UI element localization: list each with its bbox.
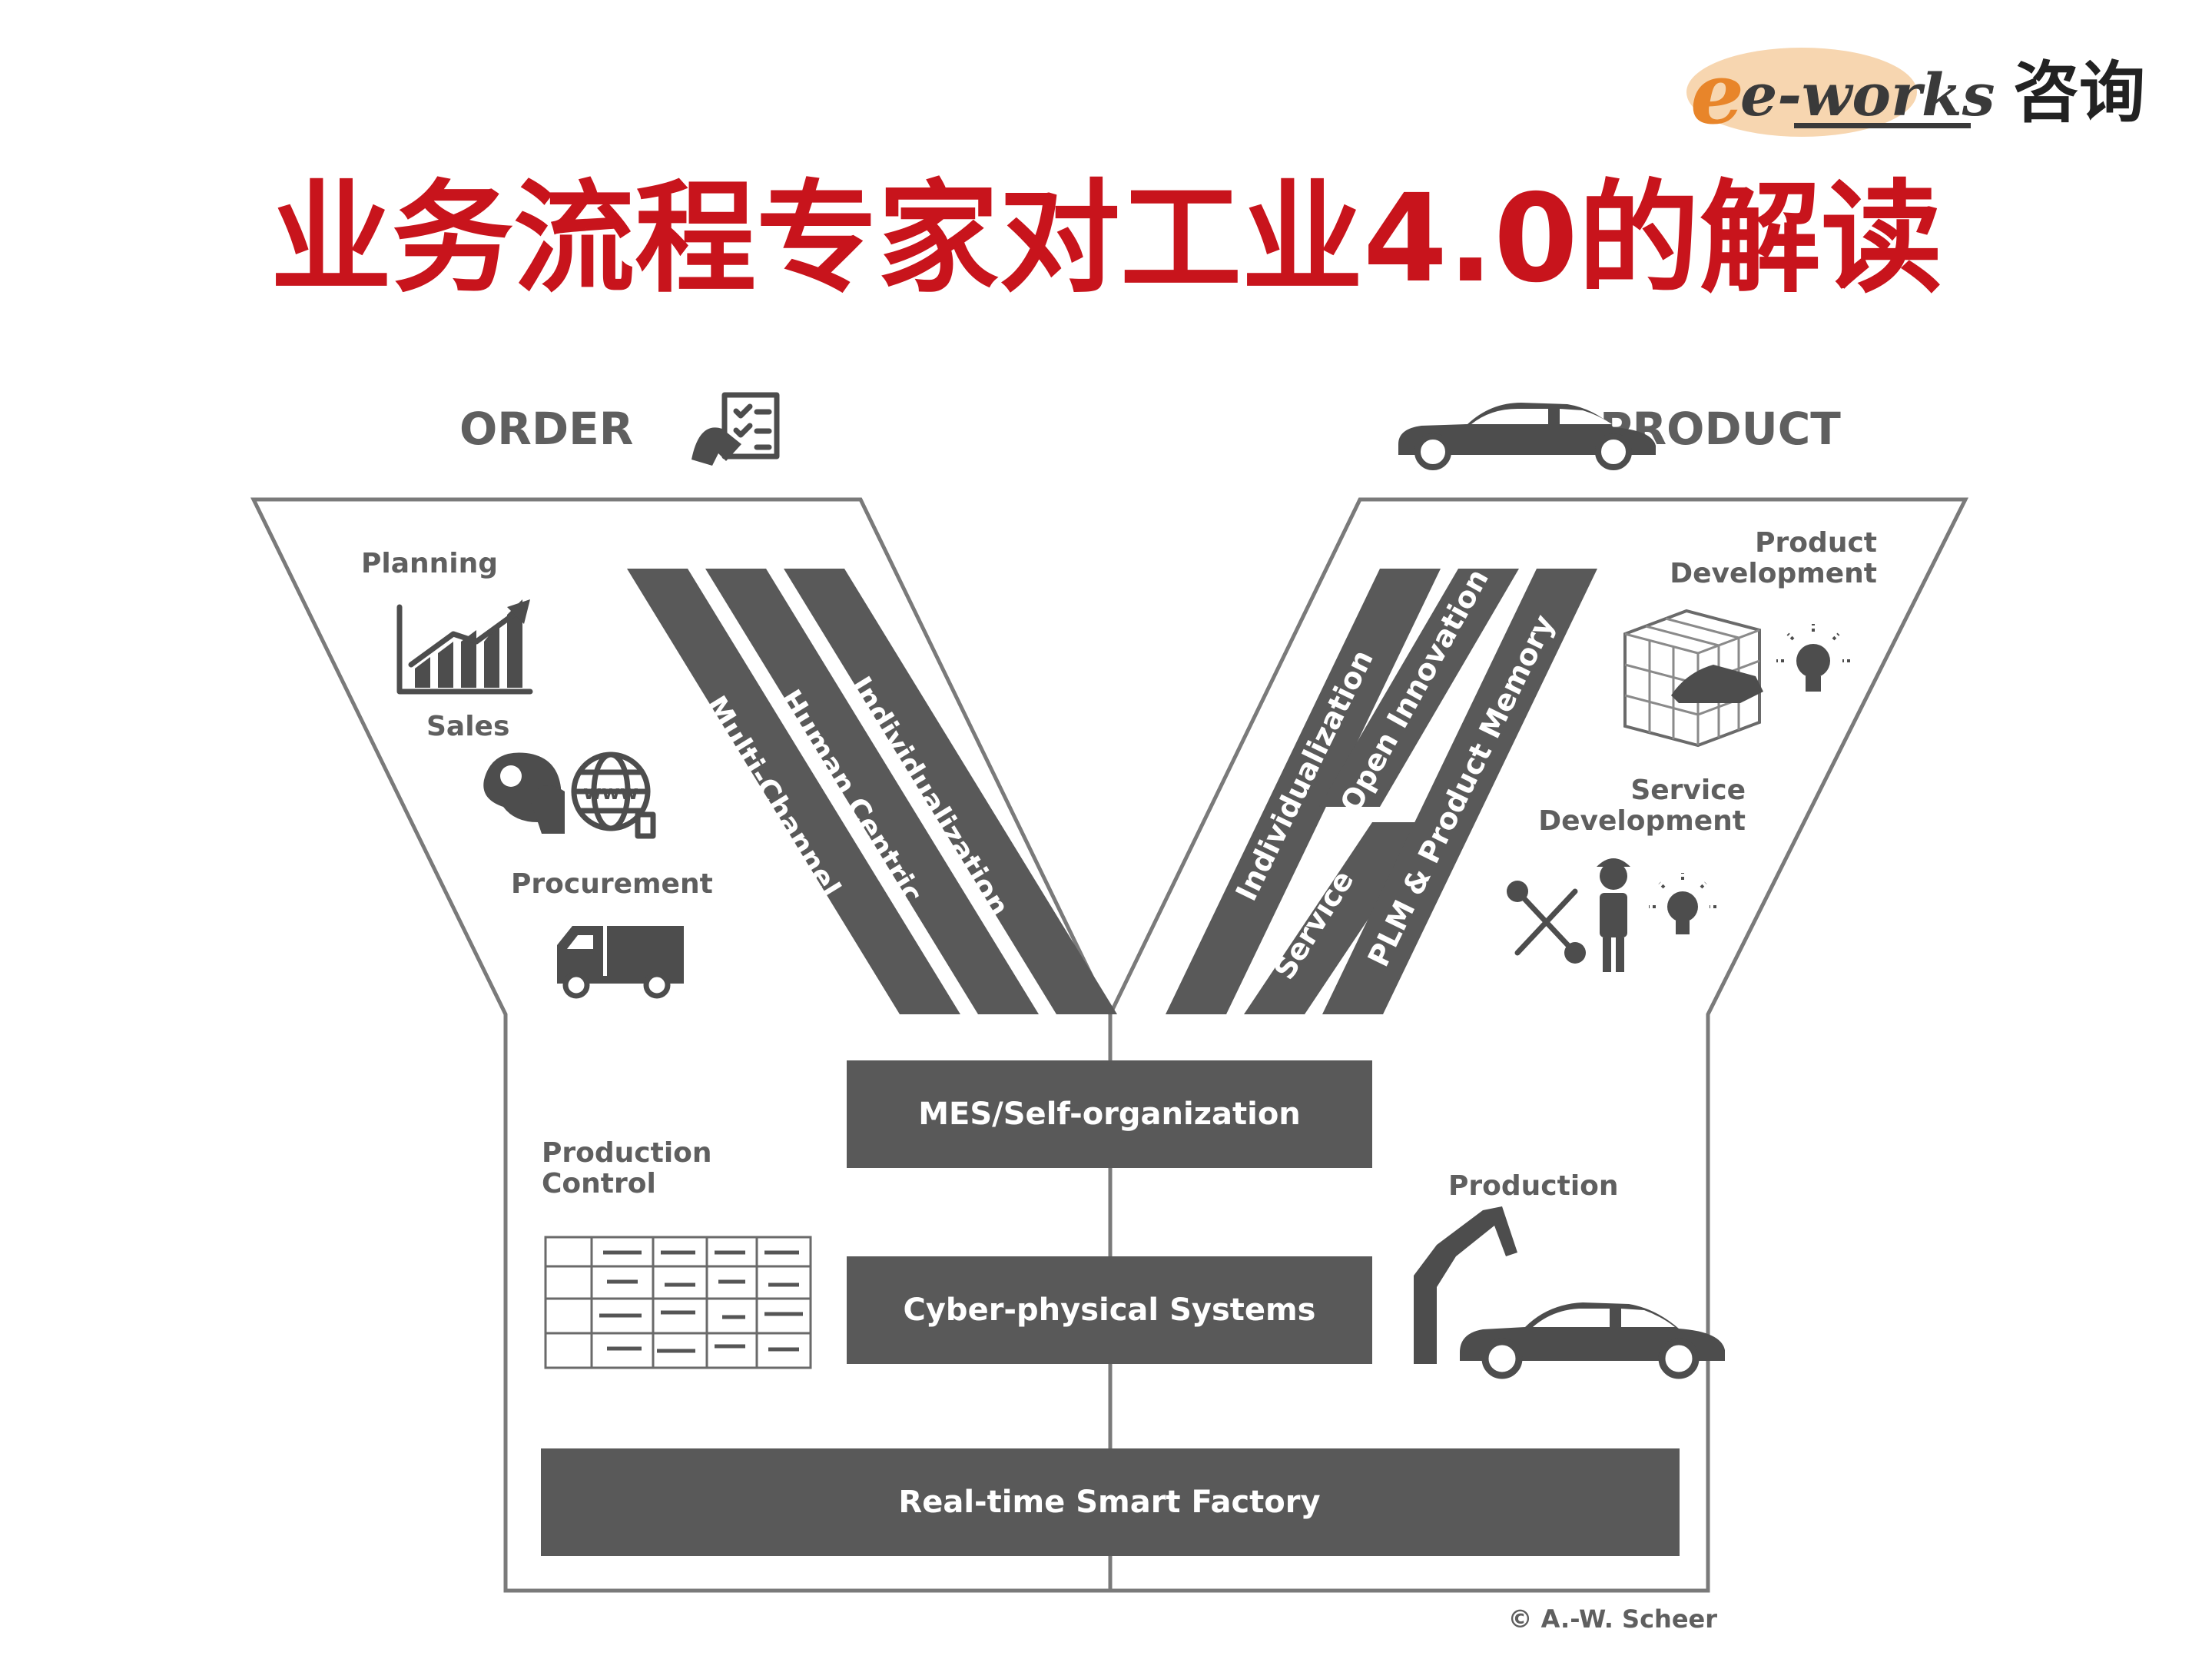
eworks-logo: e e-works 咨询 <box>1686 44 2145 143</box>
worker-icon <box>1597 858 1630 972</box>
car-icon <box>1398 403 1656 470</box>
mes-bar-label: MES/Self-organization <box>918 1097 1301 1132</box>
lightbulb-icon <box>1649 873 1716 934</box>
label-product-development-2: Development <box>1670 558 1877 589</box>
logo-brand: e-works <box>1740 61 1995 129</box>
label-sales: Sales <box>426 711 509 742</box>
lightbulb-icon <box>1776 624 1850 692</box>
checklist-icon <box>691 392 780 466</box>
cps-bar: Cyber-physical Systems <box>847 1256 1372 1364</box>
copyright: © A.-W. Scheer <box>1508 1604 1718 1634</box>
mes-bar: MES/Self-organization <box>847 1060 1372 1168</box>
label-planning: Planning <box>361 548 498 579</box>
robot-arm-icon <box>1414 1206 1517 1364</box>
label-product-development-1: Product <box>1755 527 1877 559</box>
order-header: ORDER <box>459 403 633 455</box>
tools-icon <box>1507 881 1586 964</box>
label-production-control-2: Control <box>542 1168 656 1199</box>
right-stripes: Individualization Open Innovation Servic… <box>1166 563 1597 1014</box>
cps-bar-label: Cyber-physical Systems <box>904 1292 1316 1328</box>
sales-web-icon: www <box>483 752 656 839</box>
left-stripes: Multi-Channel Human Centric Individualiz… <box>627 569 1117 1014</box>
page-title: 业务流程专家对工业4.0的解读 <box>270 168 1942 310</box>
cube-grid-icon <box>1623 609 1763 748</box>
label-service-development-2: Development <box>1538 805 1746 837</box>
label-production-control-1: Production <box>542 1137 712 1169</box>
logo-suffix: 咨询 <box>2013 55 2145 131</box>
svg-text:www: www <box>583 781 638 805</box>
schedule-table-icon <box>544 1236 812 1369</box>
truck-icon <box>557 926 684 999</box>
factory-bar-label: Real-time Smart Factory <box>898 1485 1320 1520</box>
label-procurement: Procurement <box>511 868 713 900</box>
car-icon <box>1460 1302 1725 1379</box>
factory-bar: Real-time Smart Factory <box>541 1448 1680 1556</box>
svg-text:e: e <box>1690 44 1744 143</box>
label-service-development-1: Service <box>1630 775 1746 806</box>
label-production: Production <box>1448 1170 1619 1202</box>
growth-chart-icon <box>396 599 533 695</box>
